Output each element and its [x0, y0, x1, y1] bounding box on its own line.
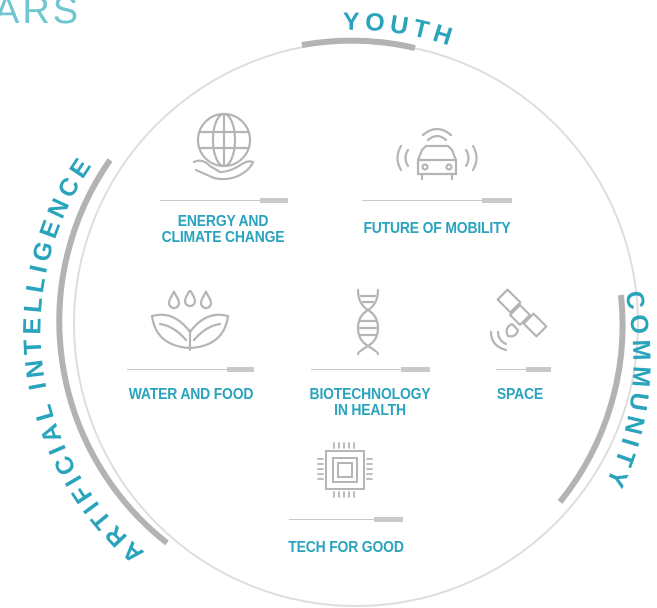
topic-water-line1: WATER AND FOOD: [128, 386, 254, 403]
topic-biotech-line2: IN HEALTH: [334, 402, 406, 419]
energy-divider: [160, 198, 288, 203]
pillar-label-community: COMMUNITY: [599, 288, 656, 496]
water-drops-plant-icon: [148, 290, 232, 354]
topic-space: SPACE: [488, 387, 553, 403]
globe-in-hand-icon: [190, 110, 260, 182]
mobility-divider: [362, 198, 512, 203]
topic-energy: ENERGY AND CLIMATE CHANGE: [151, 214, 295, 246]
community-arc: [557, 294, 626, 504]
ai-arc: [56, 158, 169, 546]
youth-arc: [301, 37, 416, 51]
topic-biotech-line1: BIOTECHNOLOGY: [309, 386, 431, 403]
topic-water: WATER AND FOOD: [123, 387, 260, 403]
microchip-icon: [314, 440, 376, 500]
topic-energy-line1: ENERGY AND: [177, 213, 269, 230]
dna-helix-icon: [352, 288, 384, 356]
topic-space-line1: SPACE: [496, 386, 544, 403]
satellite-icon: [486, 288, 554, 354]
topic-tech: TECH FOR GOOD: [279, 540, 412, 556]
topic-mobility: FUTURE OF MOBILITY: [350, 221, 525, 237]
topic-mobility-line1: FUTURE OF MOBILITY: [363, 220, 511, 237]
water-divider: [127, 367, 254, 372]
biotech-divider: [311, 367, 430, 372]
topic-energy-line2: CLIMATE CHANGE: [161, 229, 285, 246]
tech-divider: [289, 517, 403, 522]
space-divider: [496, 367, 551, 372]
topic-biotech: BIOTECHNOLOGY IN HEALTH: [303, 387, 438, 419]
connected-car-icon: [392, 126, 482, 184]
topic-tech-line1: TECH FOR GOOD: [288, 539, 404, 556]
corner-title: ARS: [0, 0, 82, 32]
